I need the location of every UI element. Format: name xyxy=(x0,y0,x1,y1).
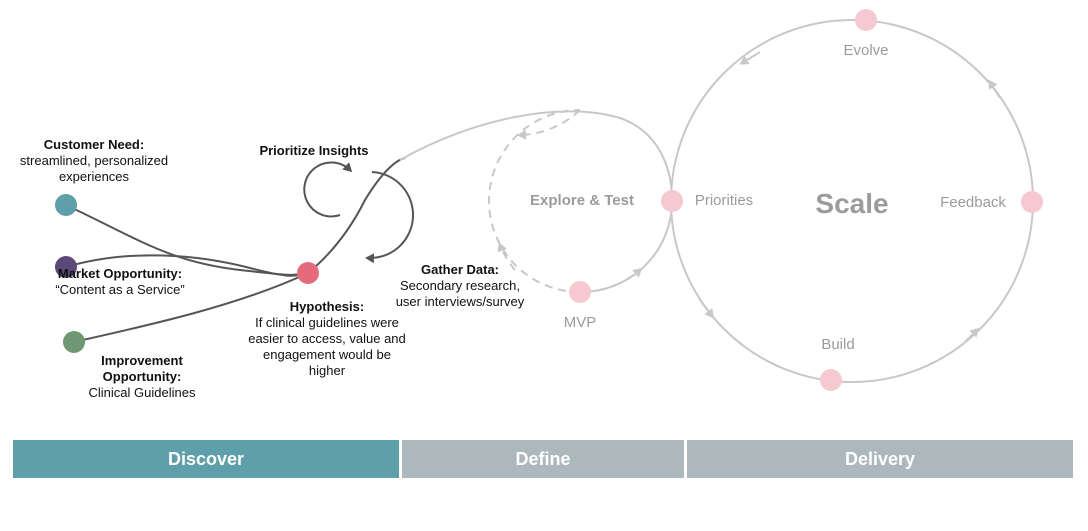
phase-delivery: Delivery xyxy=(687,440,1073,478)
hypothesis-title: Hypothesis: xyxy=(289,299,365,314)
scale-arrow-feedback xyxy=(988,79,1001,99)
connector-to-define xyxy=(399,110,673,201)
customer-need-dot xyxy=(55,194,77,216)
mvp-label: MVP xyxy=(563,314,597,331)
build-dot xyxy=(820,369,842,391)
explore-solid-arc xyxy=(579,199,674,294)
customer-need-label: Customer Need: streamlined, personalized… xyxy=(6,137,182,185)
improvement-title: Improvement Opportunity: xyxy=(101,353,183,384)
prioritize-title: Prioritize Insights xyxy=(259,143,369,158)
priorities-dot xyxy=(661,190,683,212)
gather-label: Gather Data: Secondary research, user in… xyxy=(386,262,534,310)
explore-label: Explore & Test xyxy=(530,192,634,209)
feedback-dot xyxy=(1021,191,1043,213)
hypothesis-to-loop-path xyxy=(307,157,406,274)
phase-discover: Discover xyxy=(13,440,399,478)
priorities-label: Priorities xyxy=(694,192,754,209)
market-label: Market Opportunity: “Content as a Servic… xyxy=(45,266,195,298)
evolve-dot xyxy=(855,9,877,31)
gather-loop xyxy=(365,171,415,264)
gather-text: Secondary research, user interviews/surv… xyxy=(395,278,525,309)
improvement-label: Improvement Opportunity: Clinical Guidel… xyxy=(72,353,212,401)
market-dot xyxy=(55,256,77,278)
prioritize-loop xyxy=(303,161,353,218)
improvement-dot xyxy=(63,331,85,353)
explore-dashed-arc-2 xyxy=(517,109,581,140)
hypothesis-dot xyxy=(297,262,319,284)
scale-arrow-build xyxy=(964,327,980,343)
hypothesis-text: If clinical guidelines were easier to ac… xyxy=(248,315,406,378)
scale-arrow-priorities-down xyxy=(699,299,714,319)
customer-need-text: streamlined, personalized experiences xyxy=(19,153,169,184)
prioritize-label: Prioritize Insights xyxy=(244,143,384,159)
improvement-path xyxy=(73,272,309,343)
explore-arrow-mvp xyxy=(599,268,643,291)
improvement-text: Clinical Guidelines xyxy=(88,385,196,400)
gather-title: Gather Data: xyxy=(420,262,500,277)
explore-dashed-arc xyxy=(488,109,581,293)
evolve-label: Evolve xyxy=(843,42,889,59)
hypothesis-label: Hypothesis: If clinical guidelines were … xyxy=(244,299,410,379)
customer-need-title: Customer Need: xyxy=(43,137,145,152)
customer-need-path xyxy=(65,204,309,276)
scale-label: Scale xyxy=(815,188,889,219)
market-text: “Content as a Service” xyxy=(55,282,185,297)
scale-arrow-evolve-left xyxy=(739,51,761,65)
mvp-dot xyxy=(569,281,591,303)
explore-arrow-left xyxy=(497,242,516,271)
market-path xyxy=(65,254,309,277)
phase-define: Define xyxy=(402,440,684,478)
feedback-label: Feedback xyxy=(940,194,1006,211)
build-label: Build xyxy=(821,336,855,353)
market-title: Market Opportunity: xyxy=(57,266,183,281)
